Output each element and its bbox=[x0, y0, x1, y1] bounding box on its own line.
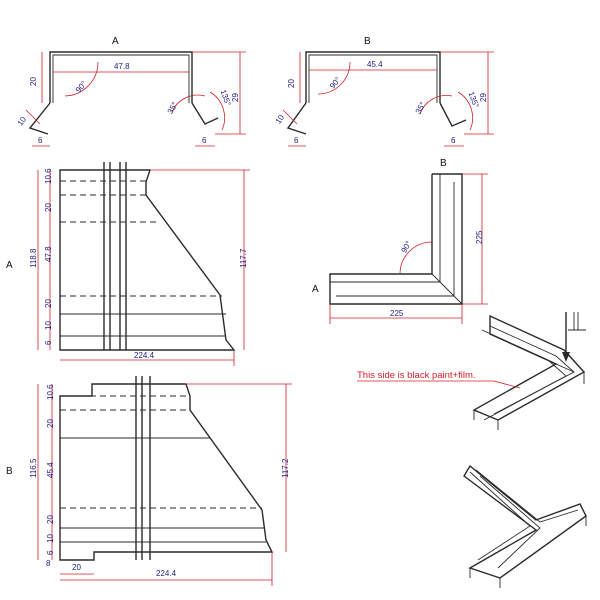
side-a-seg-2: 20 bbox=[44, 203, 53, 212]
profile-a-right-lip bbox=[191, 102, 219, 125]
corner-3d-top-edge-2 bbox=[481, 329, 567, 421]
profile-a-body bbox=[49, 51, 193, 103]
profile-a-angle-left-arc bbox=[171, 94, 206, 113]
side-a-total-right: 117.7 bbox=[239, 248, 248, 268]
profile-b-lip-dim bbox=[282, 109, 298, 125]
side-a-total-left: 118.8 bbox=[29, 248, 38, 268]
profile-a-foot-right: 6 bbox=[202, 136, 207, 145]
profile-a-angle-right: 135° bbox=[219, 88, 233, 107]
corner-a-label: A bbox=[312, 284, 319, 295]
corner-3d-top bbox=[472, 312, 586, 430]
profile-a-angle-right-arc bbox=[209, 91, 226, 131]
profile-b-angle-right-arc bbox=[457, 91, 474, 131]
corner-3d-bottom-edge-2 bbox=[479, 475, 541, 569]
side-b-total-right: 117.2 bbox=[281, 458, 290, 478]
side-b-seg-6: 6 bbox=[46, 550, 55, 555]
side-a-seg-5: 10 bbox=[44, 321, 53, 330]
corner-horizontal: 225 bbox=[390, 309, 404, 318]
profile-a-inner bbox=[52, 54, 190, 103]
side-a-length: 224.4 bbox=[134, 351, 155, 360]
corner-3d-bottom bbox=[463, 464, 587, 588]
profile-a-angle-left: 35° bbox=[166, 100, 180, 115]
profile-b: B 45.4 20 10 6 6 29 90° 35° 135° bbox=[274, 36, 494, 147]
side-a-seg-4: 20 bbox=[44, 299, 53, 308]
profile-b-foot-right: 6 bbox=[451, 136, 456, 145]
profile-a-left-lip bbox=[28, 102, 51, 135]
side-b-label: B bbox=[6, 466, 13, 477]
profile-a-label: A bbox=[112, 36, 119, 47]
side-a-seg-1: 10.6 bbox=[44, 168, 53, 184]
side-view-b: B 10.6 20 45.4 20 10 6 116.5 117.2 20 8 … bbox=[6, 376, 292, 586]
profile-b-angle-top: 90° bbox=[328, 75, 343, 90]
side-view-a: A 10.6 20 47.8 20 10 6 118.8 117.7 224.4 bbox=[6, 162, 250, 366]
corner-angle-arc bbox=[399, 241, 433, 275]
profile-b-right-height: 29 bbox=[479, 93, 488, 102]
side-b-seg-4: 20 bbox=[46, 515, 55, 524]
side-a-outline bbox=[59, 169, 236, 351]
note-text: This side is black paint+film. bbox=[357, 370, 476, 381]
profile-b-foot: 6 bbox=[294, 136, 299, 145]
corner-3d-bottom-edge-1 bbox=[475, 469, 579, 523]
side-b-small-b: 20 bbox=[72, 563, 81, 572]
side-b-small-a: 8 bbox=[46, 559, 51, 568]
profile-a-angle-arc bbox=[64, 61, 99, 97]
corner-miter bbox=[431, 273, 463, 305]
profile-a-left-height: 20 bbox=[29, 77, 38, 86]
profile-a-width: 47.8 bbox=[114, 62, 130, 71]
note-leader bbox=[493, 380, 521, 389]
profile-a-right-height: 29 bbox=[231, 93, 240, 102]
side-a-label: A bbox=[6, 260, 13, 271]
corner-plan: B A 90° 225 225 bbox=[312, 158, 488, 324]
side-b-seg-3: 45.4 bbox=[46, 462, 55, 478]
profile-b-left-height: 20 bbox=[287, 79, 296, 88]
corner-b-label: B bbox=[440, 158, 447, 169]
pointer-arrow-icon bbox=[562, 352, 570, 362]
profile-b-width: 45.4 bbox=[367, 60, 383, 69]
profile-b-left-lip bbox=[286, 102, 307, 135]
profile-a-lip-dim bbox=[25, 109, 41, 125]
side-a-seg-6: 6 bbox=[44, 340, 53, 345]
corner-3d-bottom-edge-3 bbox=[469, 471, 531, 561]
corner-3d-top-miter bbox=[555, 363, 575, 373]
side-b-seg-2: 20 bbox=[46, 419, 55, 428]
corner-angle: 90° bbox=[399, 239, 413, 254]
corner-3d-top-body bbox=[472, 314, 586, 421]
profile-b-angle-arc bbox=[317, 61, 351, 95]
profile-b-right-lip bbox=[439, 102, 467, 127]
side-b-seg-1: 10.6 bbox=[46, 384, 55, 400]
profile-a-lip: 10 bbox=[16, 115, 29, 128]
profile-b-body bbox=[305, 51, 441, 103]
profile-a: A 47.8 20 10 6 6 29 90° 35° 135° bbox=[16, 36, 246, 147]
profile-a-angle-top: 90° bbox=[74, 79, 89, 94]
profile-b-angle-left-arc bbox=[419, 95, 453, 115]
corner-vertical: 225 bbox=[475, 230, 484, 244]
profile-b-label: B bbox=[364, 36, 371, 47]
side-b-seg-5: 10 bbox=[46, 534, 55, 543]
profile-a-foot: 6 bbox=[38, 136, 43, 145]
profile-b-lip: 10 bbox=[274, 113, 287, 126]
profile-b-angle-left: 35° bbox=[414, 100, 428, 115]
side-a-seg-3: 47.8 bbox=[44, 246, 53, 262]
side-b-length: 224.4 bbox=[156, 569, 177, 578]
profile-b-inner bbox=[308, 54, 438, 103]
side-b-total-left: 116.5 bbox=[29, 458, 38, 478]
